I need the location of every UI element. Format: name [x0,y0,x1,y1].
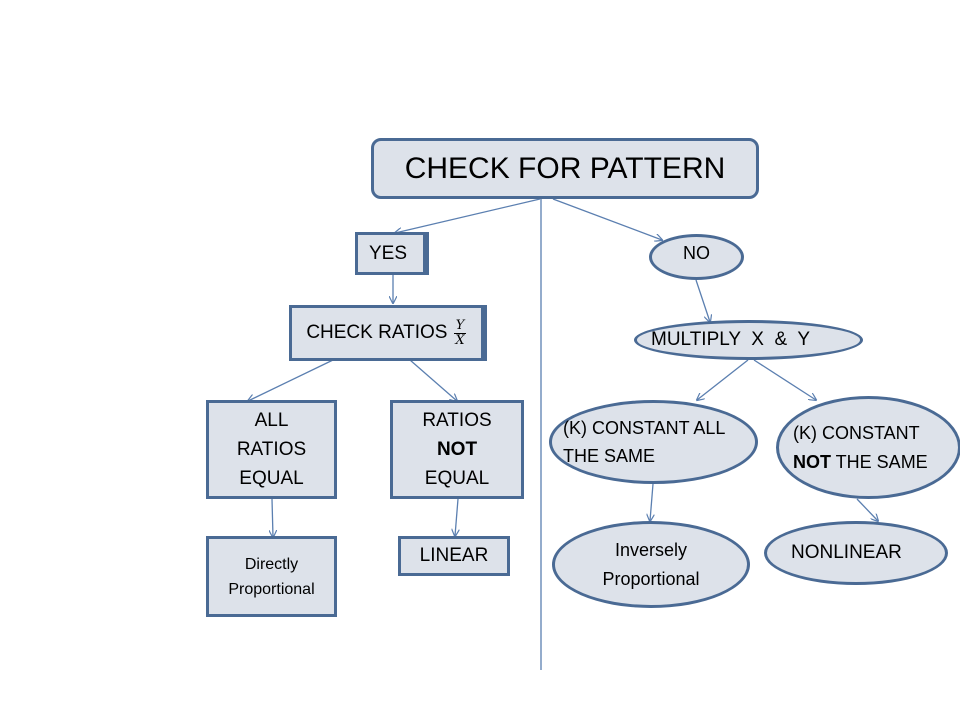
check-ratios-label: CHECK RATIOS [306,322,448,343]
ratios-not-equal-node: RATIOS NOT EQUAL [390,400,524,499]
arrow-multiply-to-knotsame [753,359,816,400]
k-the-same: THE SAME [831,451,928,472]
all-ratios-equal-line2: RATIOS [236,439,307,460]
ratios-not-equal-line2: NOT [436,439,478,460]
inversely-proportional-node: Inversely Proportional [552,521,750,608]
k-not-bold: NOT [793,451,831,472]
arrow-multiply-to-ksame [697,359,749,400]
fraction-denominator: X [455,332,465,348]
arrow-no-to-multiply [695,279,710,322]
arrow-knotsame-to-nonlinear [856,498,878,521]
k-constant-not-same-line1: (K) CONSTANT [793,422,920,443]
linear-node: LINEAR [398,536,510,576]
inversely-proportional-line1: Inversely [614,539,688,560]
arrow-root-to-yes [395,198,541,233]
arrow-check-to-all [248,359,334,401]
directly-proportional-line1: Directly [244,555,299,573]
all-ratios-equal-node: ALL RATIOS EQUAL [206,400,337,499]
linear-label: LINEAR [419,545,489,566]
directly-proportional-line2: Proportional [228,580,315,598]
ratio-fraction: Y X [453,317,467,348]
multiply-label: MULTIPLY X & Y [651,329,811,350]
k-constant-same-node: (K) CONSTANT ALL THE SAME [549,400,758,484]
check-ratios-node: CHECK RATIOS Y X [289,305,487,361]
fraction-numerator: Y [453,317,467,334]
arrow-ksame-to-inversely [650,483,653,521]
ratios-not-equal-line3: EQUAL [424,468,490,489]
check-for-pattern-node: CHECK FOR PATTERN [371,138,759,199]
yes-node: YES [355,232,429,275]
all-ratios-equal-line3: EQUAL [239,468,304,489]
k-constant-not-same-node: (K) CONSTANT NOT THE SAME [776,396,960,499]
arrow-check-to-notequal [409,359,457,401]
nonlinear-node: NONLINEAR [764,521,948,585]
arrow-all-to-directly [272,498,273,537]
arrow-notequal-to-linear [455,498,458,536]
no-label: NO [683,243,710,263]
multiply-node: MULTIPLY X & Y [634,320,863,360]
k-constant-not-same-line2: NOT THE SAME [793,448,928,477]
k-constant-same-line2: THE SAME [563,446,656,466]
arrow-root-to-no [552,198,662,240]
ratios-not-equal-line1: RATIOS [422,410,492,431]
k-constant-same-line1: (K) CONSTANT ALL [563,418,726,438]
inversely-proportional-line2: Proportional [602,568,700,589]
check-for-pattern-label: CHECK FOR PATTERN [404,151,726,185]
directly-proportional-node: Directly Proportional [206,536,337,617]
all-ratios-equal-line1: ALL [254,410,289,431]
nonlinear-label: NONLINEAR [791,542,902,563]
no-node: NO [649,234,744,280]
yes-label: YES [369,242,408,264]
